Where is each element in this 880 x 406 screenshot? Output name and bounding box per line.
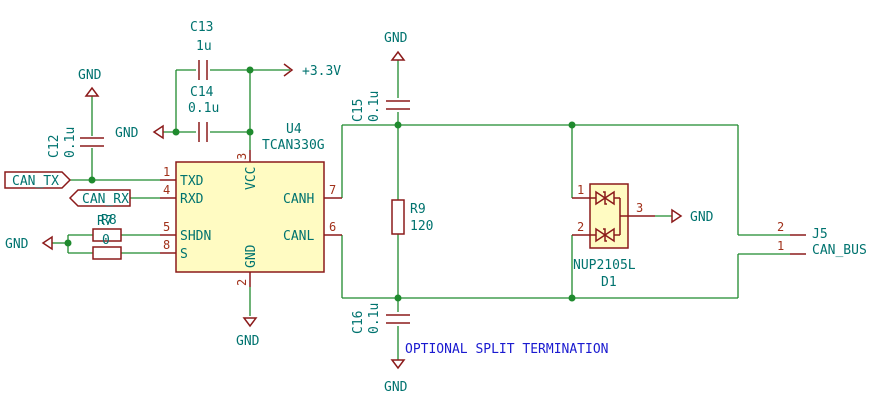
- junctions: [64, 66, 576, 302]
- resistor-r8[interactable]: R8: [92, 213, 122, 260]
- gnd-label: GND: [115, 126, 139, 141]
- pin-name-canl: CANL: [283, 229, 314, 244]
- capacitor-c12[interactable]: C12 0.1u: [47, 127, 104, 158]
- pin-name-rxd: RXD: [180, 192, 204, 207]
- c16-ref: C16: [351, 311, 366, 334]
- pin-name-gnd: GND: [244, 244, 259, 268]
- gnd-symbol-c16: GND: [384, 359, 408, 395]
- capacitor-c14[interactable]: C14 0.1u: [188, 85, 219, 142]
- d1-pin-1: 1: [577, 183, 584, 197]
- j5-ref: J5: [812, 227, 828, 242]
- c14-ref: C14: [190, 85, 214, 100]
- gnd-label: GND: [5, 237, 29, 252]
- c12-value: 0.1u: [63, 127, 78, 158]
- pin-name-shdn: SHDN: [180, 229, 211, 244]
- r9-ref: R9: [410, 202, 426, 217]
- d1-value: NUP2105L: [573, 258, 636, 273]
- net-label-can-rx[interactable]: CAN_RX: [68, 189, 131, 207]
- pin-number-2: 2: [235, 279, 249, 286]
- net-label-can-tx[interactable]: CAN_TX: [4, 171, 72, 189]
- u4-ref: U4: [286, 122, 302, 137]
- j5-pin-1: 1: [777, 239, 784, 253]
- pin-number-1: 1: [163, 165, 170, 179]
- capacitor-c16[interactable]: C16 0.1u: [351, 303, 410, 334]
- gnd-symbol-c15: GND: [384, 31, 408, 61]
- r8-ref: R8: [101, 213, 117, 228]
- pin-name-vcc: VCC: [244, 167, 259, 190]
- resistor-r7[interactable]: R7 0: [92, 214, 122, 248]
- gnd-symbol-u4: GND: [236, 317, 260, 349]
- c15-ref: C15: [351, 99, 366, 122]
- r7-value: 0: [102, 233, 110, 248]
- d1-ref: D1: [601, 275, 617, 290]
- c13-value: 1u: [196, 39, 212, 54]
- c16-value: 0.1u: [367, 303, 382, 334]
- connector-j5[interactable]: 2 1 J5 CAN_BUS: [777, 220, 867, 258]
- pin-name-txd: TXD: [180, 174, 204, 189]
- gnd-symbol-d1: GND: [671, 208, 714, 225]
- capacitor-c13[interactable]: C13 1u: [190, 20, 213, 80]
- gnd-label: GND: [690, 210, 714, 225]
- pin-number-8: 8: [163, 238, 170, 252]
- pin-number-6: 6: [329, 220, 336, 234]
- can-rx-text: CAN_RX: [82, 192, 129, 207]
- c12-ref: C12: [47, 135, 62, 158]
- d1-pin-2: 2: [577, 220, 584, 234]
- power-3v3-symbol: +3.3V: [283, 63, 341, 79]
- pin-number-3: 3: [235, 153, 249, 160]
- gnd-label: GND: [236, 334, 260, 349]
- c13-ref: C13: [190, 20, 213, 35]
- ic-u4[interactable]: U4 TCAN330G TXD RXD SHDN S CANH CANL VCC…: [160, 122, 342, 287]
- r9-value: 120: [410, 219, 433, 234]
- gnd-label: GND: [384, 380, 408, 395]
- r7-ref: R7: [97, 214, 113, 229]
- note-split-termination: OPTIONAL SPLIT TERMINATION: [405, 342, 609, 357]
- tvs-diode-d1[interactable]: 1 2 3 NUP2105L D1: [572, 183, 655, 290]
- resistor-r9[interactable]: R9 120: [391, 199, 433, 235]
- d1-pin-3: 3: [636, 201, 643, 215]
- power-3v3-label: +3.3V: [302, 64, 341, 79]
- wires: [52, 60, 790, 360]
- gnd-symbol-c14: GND: [115, 124, 164, 141]
- pin-number-5: 5: [163, 220, 170, 234]
- j5-pin-2: 2: [777, 220, 784, 234]
- pin-name-s: S: [180, 247, 188, 262]
- pin-name-canh: CANH: [283, 192, 314, 207]
- c14-value: 0.1u: [188, 101, 219, 116]
- pin-number-7: 7: [329, 183, 336, 197]
- u4-value: TCAN330G: [262, 138, 325, 153]
- capacitor-c15[interactable]: C15 0.1u: [351, 91, 410, 122]
- pin-number-4: 4: [163, 183, 170, 197]
- can-tx-text: CAN_TX: [12, 174, 59, 189]
- gnd-symbol-shdn: GND: [5, 235, 53, 252]
- gnd-symbol-c12: GND: [78, 68, 102, 97]
- j5-value: CAN_BUS: [812, 243, 867, 258]
- c15-value: 0.1u: [367, 91, 382, 122]
- gnd-label: GND: [78, 68, 102, 83]
- gnd-label: GND: [384, 31, 408, 46]
